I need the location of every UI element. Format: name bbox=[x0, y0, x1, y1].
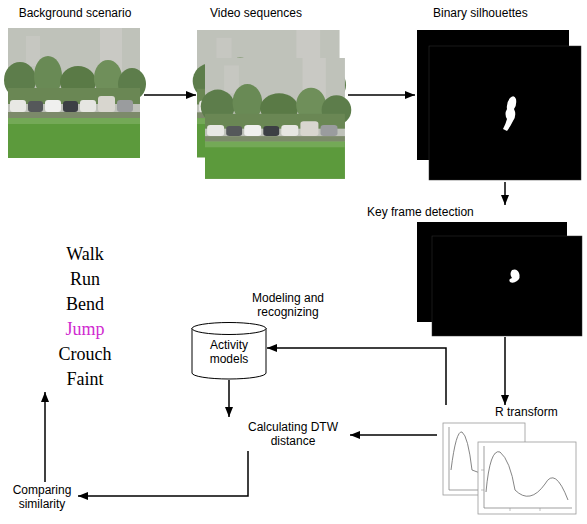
node-label: Comparing similarity bbox=[8, 483, 76, 511]
step-label: Modeling and recognizing bbox=[244, 291, 332, 319]
image-panel: Binary silhouettes bbox=[415, 4, 585, 182]
flow-arrow bbox=[44, 392, 46, 482]
activity-name: Walk bbox=[30, 242, 140, 267]
flow-arrow bbox=[350, 434, 437, 436]
image-panel: Background scenario bbox=[6, 4, 144, 162]
activity-name: Crouch bbox=[30, 342, 140, 367]
flow-arrow bbox=[267, 348, 446, 405]
node-label: R transform bbox=[495, 405, 577, 419]
flow-arrow bbox=[228, 380, 230, 417]
flow-arrow bbox=[78, 451, 248, 496]
flow-arrow bbox=[504, 182, 506, 205]
node-label: Calculating DTW distance bbox=[240, 420, 346, 448]
activity-name: Jump bbox=[30, 317, 140, 342]
flow-arrow bbox=[144, 94, 196, 96]
activity-name: Run bbox=[30, 267, 140, 292]
node-label: Binary silhouettes bbox=[433, 6, 573, 20]
node-label: Background scenario bbox=[6, 6, 144, 20]
flow-arrow bbox=[504, 337, 506, 405]
plot-panel: R transform bbox=[437, 405, 578, 517]
node-label: Video sequences bbox=[196, 6, 316, 20]
process-text: Calculating DTW distance bbox=[226, 417, 350, 451]
activity-name: Bend bbox=[30, 292, 140, 317]
process-text: Comparing similarity bbox=[6, 482, 78, 512]
flow-arrow bbox=[348, 94, 415, 96]
activity-name: Faint bbox=[30, 367, 140, 392]
image-panel: Key frame detection bbox=[365, 205, 585, 337]
node-label: Key frame detection bbox=[367, 205, 497, 219]
database-cylinder: Activity models bbox=[191, 322, 267, 380]
node-label: Activity models bbox=[197, 338, 261, 366]
image-panel: Video sequences bbox=[196, 4, 348, 182]
activity-list: WalkRunBendJumpCrouchFaint bbox=[30, 242, 140, 392]
